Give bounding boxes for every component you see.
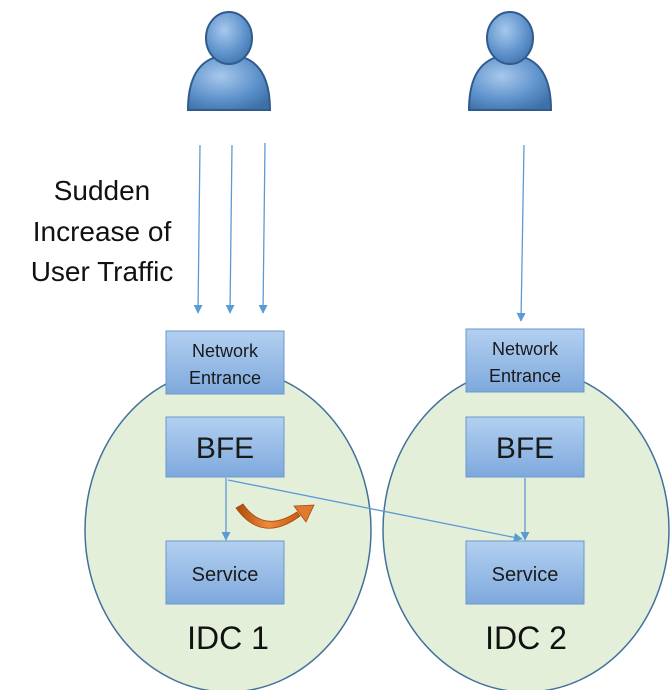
annotation-line-2: Increase of [33,216,172,247]
traffic-arrow-3 [258,142,268,314]
idc1-network-entrance-line-1: Network [192,341,259,361]
idc2-label: IDC 2 [485,620,567,656]
idc1-service-box: Service [165,540,285,605]
idc2-service-box: Service [465,540,585,605]
idc1-bfe-box: BFE [165,416,285,478]
idc1-network-entrance: Network Entrance [165,330,285,395]
annotation-line-1: Sudden [54,175,151,206]
overflow-curved-arrow [235,503,315,529]
idc2-network-entrance: Network Entrance [465,328,585,393]
annotation-line-3: User Traffic [31,256,174,287]
user-icon-right [467,11,553,111]
idc2-network-entrance-line-2: Entrance [489,366,561,386]
idc1-bfe-label: BFE [196,432,254,465]
user-icon-left [186,11,272,111]
idc1-label: IDC 1 [187,620,269,656]
traffic-arrow-1 [193,144,203,314]
cross-idc-arrow [227,479,523,542]
idc2-service-label: Service [492,564,559,586]
idc2-bfe-box: BFE [465,416,585,478]
idc2-bfe-label: BFE [496,432,554,465]
idc1-service-label: Service [192,564,259,586]
traffic-arrow-2 [225,144,235,314]
traffic-arrow-right [516,144,526,322]
idc2-network-entrance-line-1: Network [492,339,559,359]
idc1-network-entrance-line-2: Entrance [189,368,261,388]
